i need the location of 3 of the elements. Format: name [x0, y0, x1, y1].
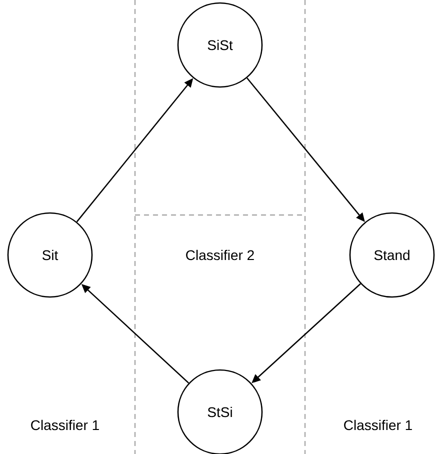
region-label: Classifier 2: [186, 250, 254, 260]
region-label: Classifier 1: [31, 420, 99, 430]
region-label: Classifier 1: [344, 420, 412, 430]
